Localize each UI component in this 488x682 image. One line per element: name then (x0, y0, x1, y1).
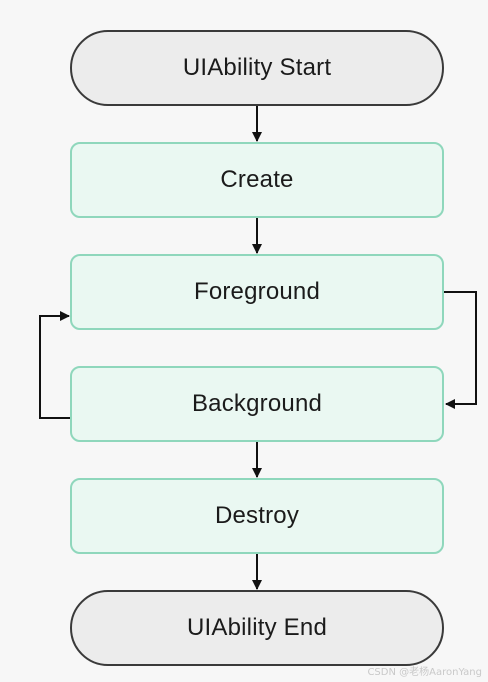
node-background: Background (70, 366, 444, 442)
node-label: Foreground (193, 278, 321, 305)
node-uiability-end: UIAbility End (70, 590, 444, 666)
node-label: Destroy (214, 502, 300, 529)
node-label: Create (220, 166, 294, 193)
node-foreground: Foreground (70, 254, 444, 330)
node-label: UIAbility Start (182, 54, 332, 81)
watermark-text: CSDN @老杨AaronYang (367, 667, 482, 678)
arrow-background-to-foreground (39, 311, 70, 419)
node-uiability-start: UIAbility Start (70, 30, 444, 106)
node-create: Create (70, 142, 444, 218)
arrow-foreground-to-background (444, 291, 477, 409)
node-label: Background (191, 390, 323, 417)
node-label: UIAbility End (187, 614, 327, 641)
node-destroy: Destroy (70, 478, 444, 554)
